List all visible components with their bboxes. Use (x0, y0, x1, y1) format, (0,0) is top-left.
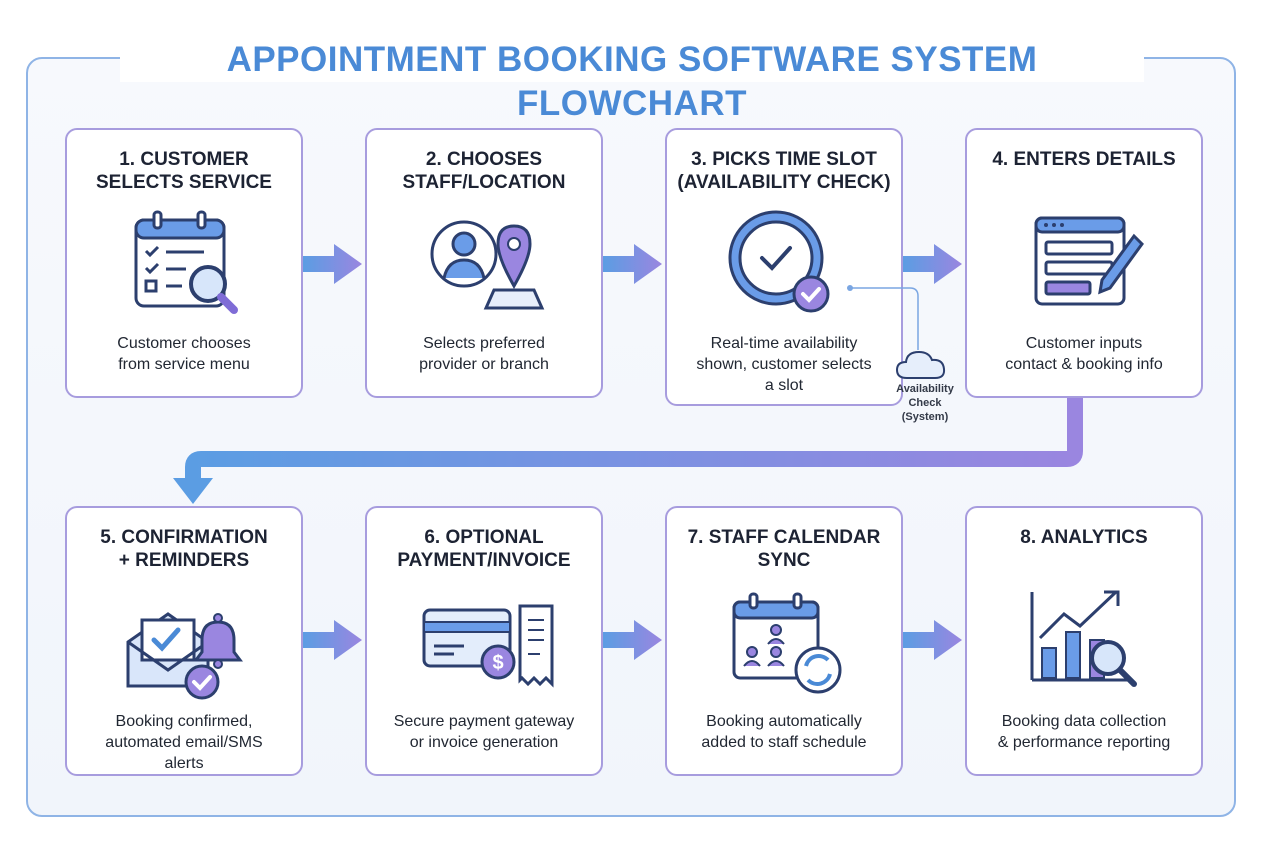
arrow-6-7 (603, 620, 662, 660)
step-5-desc: Booking confirmed, automated email/SMS a… (105, 713, 263, 772)
arrow-5-6 (303, 620, 362, 660)
step-5-title: 5. CONFIRMATION + REMINDERS (100, 527, 268, 571)
step-1-title: 1. CUSTOMER SELECTS SERVICE (96, 149, 272, 193)
step-6-title: 6. OPTIONAL PAYMENT/INVOICE (397, 527, 571, 571)
arrow-2-3 (603, 244, 662, 284)
step-4-desc: Customer inputs contact & booking info (1005, 335, 1163, 373)
step-card-5: 5. CONFIRMATION + REMINDERS Booking conf… (65, 506, 303, 776)
step-8-title: 8. ANALYTICS (1020, 527, 1148, 548)
arrow-4-5 (173, 398, 1083, 504)
step-6-desc: Secure payment gateway or invoice genera… (393, 713, 575, 751)
arrow-1-2 (303, 244, 362, 284)
step-1-desc: Customer chooses from service menu (117, 335, 251, 373)
step-card-8: 8. ANALYTICS Booking data collection & p… (965, 506, 1203, 776)
step-3-title: 3. PICKS TIME SLOT (AVAILABILITY CHECK) (677, 149, 891, 193)
user-location-icon (430, 220, 545, 310)
step-card-3: 3. PICKS TIME SLOT (AVAILABILITY CHECK) … (665, 128, 903, 406)
form-pen-icon (1034, 216, 1144, 306)
arrow-3-4 (903, 244, 962, 284)
step-4-title: 4. ENTERS DETAILS (992, 149, 1176, 170)
step-7-title: 7. STAFF CALENDAR SYNC (687, 527, 881, 571)
step-8-desc: Booking data collection & performance re… (997, 713, 1171, 751)
step-2-title: 2. CHOOSES STAFF/LOCATION (402, 149, 566, 193)
step-card-7: 7. STAFF CALENDAR SYNC Booking automatic… (665, 506, 903, 776)
step-card-2: 2. CHOOSES STAFF/LOCATION Selects prefer… (365, 128, 603, 398)
clock-check-icon (728, 210, 830, 313)
step-card-4: 4. ENTERS DETAILS Customer inputs contac… (965, 128, 1203, 398)
step-card-6: 6. OPTIONAL PAYMENT/INVOICE $ Secure pay… (365, 506, 603, 776)
step-2-desc: Selects preferred provider or branch (419, 335, 549, 373)
svg-text:$: $ (492, 652, 503, 674)
step-card-1: 1. CUSTOMER SELECTS SERVICE Customer cho… (65, 128, 303, 398)
cloud-icon (895, 350, 946, 379)
arrow-7-8 (903, 620, 962, 660)
step-3-desc: Real-time availability shown, customer s… (696, 335, 872, 394)
step-7-desc: Booking automatically added to staff sch… (701, 713, 867, 751)
envelope-bell-icon (126, 612, 243, 700)
chart-search-icon (1030, 590, 1137, 687)
calendar-search-icon (134, 210, 238, 314)
card-invoice-icon: $ (422, 604, 554, 688)
availability-check-label: Availability Check (System) (896, 383, 954, 423)
diagram-title: APPOINTMENT BOOKING SOFTWARE SYSTEM FLOW… (120, 38, 1144, 123)
calendar-sync-icon (732, 592, 842, 694)
